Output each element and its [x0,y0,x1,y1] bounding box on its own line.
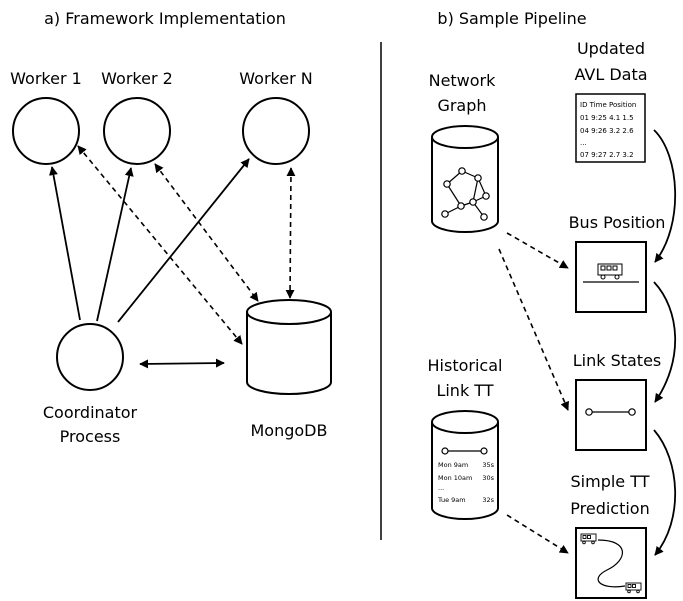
avl-row: ... [580,139,587,147]
arrow-bus-to-link [653,281,677,403]
bus-icon [597,263,623,280]
link-icon [585,408,636,416]
link-states-label: Link States [573,351,662,370]
prediction-label-line2: Prediction [570,499,649,518]
arrow-network-to-link [498,248,569,411]
avl-row: 07 9:27 2.7 3.2 [580,151,634,159]
avl-row: 04 9:26 3.2 2.6 [580,127,634,135]
arrow-historical-to-prediction [506,514,569,554]
historical-row-time: Tue 9am [437,496,466,504]
avl-row: 01 9:25 4.1 1.5 [580,114,634,122]
historical-row-tt: 35s [482,461,494,469]
bus-position-label: Bus Position [569,213,666,232]
worker-2-label: Worker 2 [101,69,173,88]
historical-cylinder [431,410,499,520]
arrow-worker-1-mongodb [77,145,243,345]
arrow-coordinator-worker-n [117,158,250,323]
mongodb-cylinder [246,299,332,395]
arrow-coordinator-mongodb [139,358,225,369]
panel-a-title: a) Framework Implementation [44,9,286,28]
network-graph-label-line1: Network [429,71,497,90]
historical-label-line2: Link TT [436,381,493,400]
historical-row-time: Mon 9am [438,461,468,469]
worker-n-label: Worker N [239,69,312,88]
avl-header: ID Time Position [580,101,636,109]
worker-1-label: Worker 1 [10,69,82,88]
arrow-avl-to-bus [653,129,677,263]
worker-2-node [103,97,171,165]
historical-link-icon [441,447,488,455]
arrow-link-to-prediction [653,429,677,556]
avl-label-line1: Updated [577,39,645,58]
avl-data-box [575,93,646,163]
arrow-coordinator-worker-1 [49,166,81,321]
coordinator-label-line2: Process [60,427,121,446]
historical-row-tt: 32s [482,496,494,504]
network-graph-icon [441,167,490,221]
arrow-network-to-bus [506,232,569,269]
coordinator-node [56,323,124,391]
panel-a: a) Framework Implementation Worker 1 Wor… [10,9,332,446]
prediction-label-line1: Simple TT [571,472,650,491]
panel-b: b) Sample Pipeline Network Graph [428,9,677,599]
prediction-route-icon [580,533,642,594]
historical-row-tt: 30s [482,474,494,482]
historical-row-time: ... [438,484,444,492]
arrow-worker-n-mongodb [285,167,296,299]
avl-label-line2: AVL Data [574,65,647,84]
network-graph-label-line2: Graph [437,96,486,115]
historical-label-line1: Historical [428,356,503,375]
worker-1-node [12,97,80,165]
arrow-coordinator-worker-2 [96,167,134,322]
network-graph-cylinder [431,125,499,233]
coordinator-label-line1: Coordinator [43,403,138,422]
panel-b-title: b) Sample Pipeline [437,9,586,28]
worker-n-node [242,97,310,165]
arrow-worker-2-mongodb [154,163,259,302]
historical-row-time: Mon 10am [438,474,472,482]
mongodb-label: MongoDB [251,421,328,440]
bus-position-box [575,241,647,313]
link-states-box [575,379,647,451]
